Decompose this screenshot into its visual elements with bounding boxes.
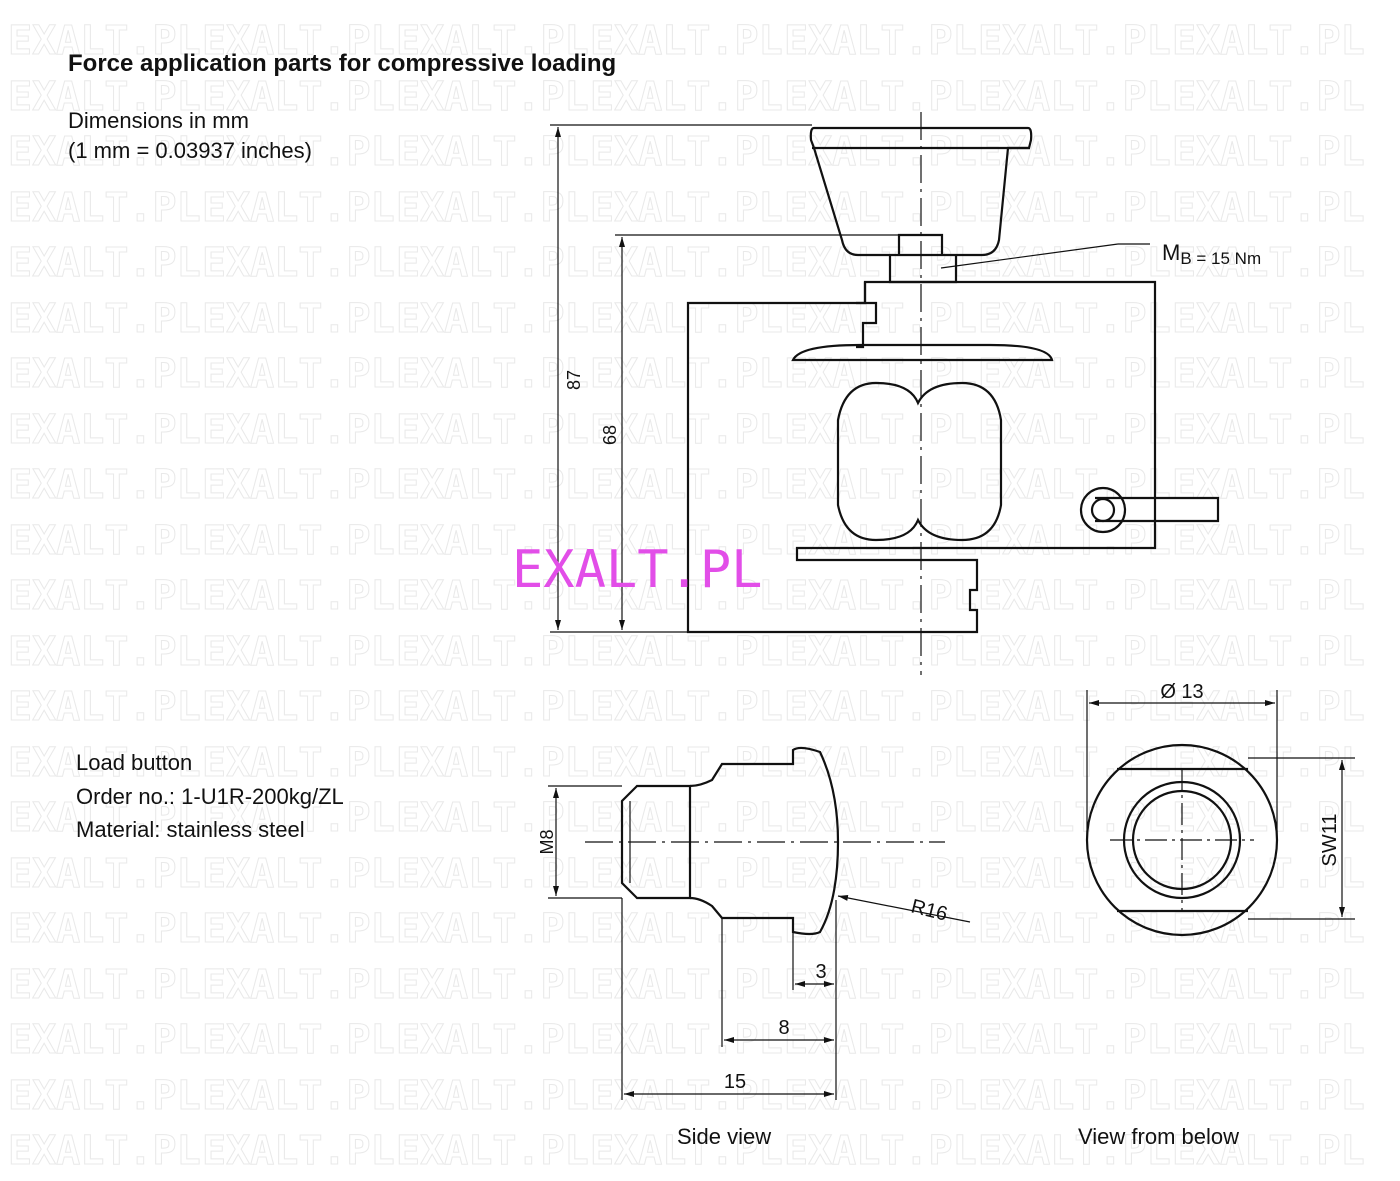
load-cell-body xyxy=(686,280,1157,634)
material: Material: stainless steel xyxy=(76,817,305,842)
page-title: Force application parts for compressive … xyxy=(68,50,617,77)
diameter-label: Ø 13 xyxy=(1160,681,1203,703)
dimension-8-label: 8 xyxy=(778,1017,789,1039)
top-dimensions xyxy=(550,112,1150,675)
dimension-15-label: 15 xyxy=(724,1071,746,1093)
dimension-3-label: 3 xyxy=(815,961,826,983)
top-assembly xyxy=(686,126,1220,634)
load-button-head xyxy=(809,126,1033,257)
dimension-87-label: 87 xyxy=(564,370,584,390)
load-button-name: Load button xyxy=(76,750,193,775)
dimensions-note: Dimensions in mm xyxy=(68,108,249,133)
cable-gland xyxy=(1079,486,1127,534)
button-body xyxy=(689,746,840,936)
torque-main: M xyxy=(1162,240,1180,265)
torque-sub: B = 15 Nm xyxy=(1180,249,1261,268)
order-number: Order no.: 1-U1R-200kg/ZL xyxy=(76,784,344,809)
side-view-dimensions xyxy=(548,785,971,1100)
thread-label: M8 xyxy=(537,829,557,854)
dimension-68-label: 68 xyxy=(600,425,620,445)
radius-label: R16 xyxy=(909,896,950,926)
double-bore xyxy=(836,381,1003,542)
upper-plate xyxy=(791,343,1054,362)
side-view-drawing xyxy=(620,746,840,936)
unit-conversion-note: (1 mm = 0.03937 inches) xyxy=(68,138,312,163)
side-view-caption: Side view xyxy=(677,1124,772,1149)
cable xyxy=(1095,496,1220,523)
wrench-size-label: SW11 xyxy=(1319,814,1341,867)
bottom-view-dimensions xyxy=(1086,690,1355,920)
brand-watermark: EXALT.PL xyxy=(512,540,763,600)
bottom-view-caption: View from below xyxy=(1078,1124,1239,1149)
torque-label: MB = 15 Nm xyxy=(1162,240,1261,268)
